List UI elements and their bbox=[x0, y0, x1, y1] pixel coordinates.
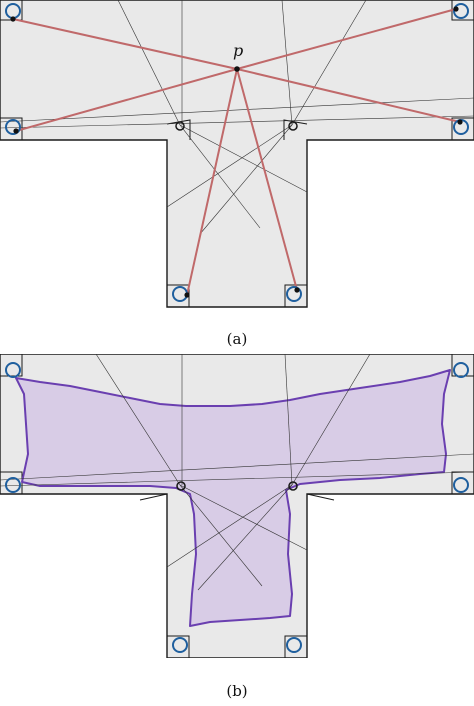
caption-a: (a) bbox=[226, 330, 248, 348]
point-p-label: p bbox=[233, 41, 243, 60]
caption-b: (b) bbox=[226, 682, 248, 700]
figure-a: p bbox=[0, 0, 474, 318]
sight-lines bbox=[12, 8, 461, 296]
visibility-lines bbox=[0, 354, 474, 591]
figure-b bbox=[0, 354, 474, 658]
guard-rings bbox=[5, 362, 469, 653]
visibility-lines bbox=[0, 0, 474, 235]
reflex-vertex-markers bbox=[176, 481, 298, 491]
diagram-a: p bbox=[0, 0, 474, 308]
reflex-vertex-markers bbox=[175, 121, 298, 131]
endpoint-dots bbox=[10, 6, 463, 298]
visibility-region bbox=[15, 369, 451, 627]
diagram-b bbox=[0, 354, 474, 658]
point-p-dot bbox=[234, 66, 240, 72]
